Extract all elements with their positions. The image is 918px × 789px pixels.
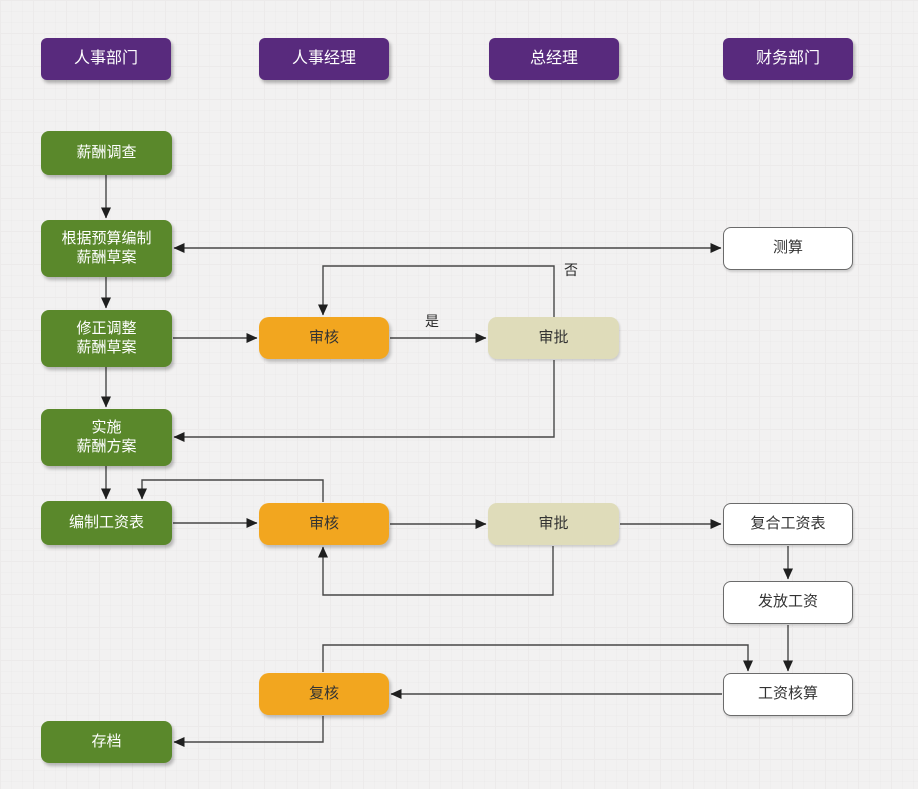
edge-recheck-to-archive — [173, 716, 324, 747]
node-pay-wages[interactable]: 发放工资 — [723, 581, 853, 624]
node-review-2[interactable]: 审核 — [259, 503, 389, 545]
edge-approve1-no-loop — [318, 265, 555, 317]
node-revise-draft[interactable]: 修正调整 薪酬草案 — [41, 310, 172, 367]
node-recheck[interactable]: 复核 — [259, 673, 389, 715]
node-archive[interactable]: 存档 — [41, 721, 172, 763]
edge-review2-back-to-payroll — [137, 479, 324, 502]
edge-approve2-back-to-review2 — [318, 546, 554, 596]
lane-header-lane-hr-dept[interactable]: 人事部门 — [41, 38, 171, 80]
node-prepare-payroll[interactable]: 编制工资表 — [41, 501, 172, 545]
edge-approve1-to-implement — [173, 360, 555, 442]
node-payroll-accounting[interactable]: 工资核算 — [723, 673, 853, 716]
lane-header-lane-hr-manager[interactable]: 人事经理 — [259, 38, 389, 80]
node-draft-by-budget[interactable]: 根据预算编制 薪酬草案 — [41, 220, 172, 277]
node-salary-survey[interactable]: 薪酬调查 — [41, 131, 172, 175]
node-approve-2[interactable]: 审批 — [488, 503, 619, 545]
node-combined-payroll[interactable]: 复合工资表 — [723, 503, 853, 545]
node-approve-1[interactable]: 审批 — [488, 317, 619, 359]
lane-header-lane-gm[interactable]: 总经理 — [489, 38, 619, 80]
node-implement-plan[interactable]: 实施 薪酬方案 — [41, 409, 172, 466]
edge-recheck-back-to-accounting — [322, 644, 753, 672]
node-estimate[interactable]: 测算 — [723, 227, 853, 270]
node-review-1[interactable]: 审核 — [259, 317, 389, 359]
lane-header-lane-finance[interactable]: 财务部门 — [723, 38, 853, 80]
